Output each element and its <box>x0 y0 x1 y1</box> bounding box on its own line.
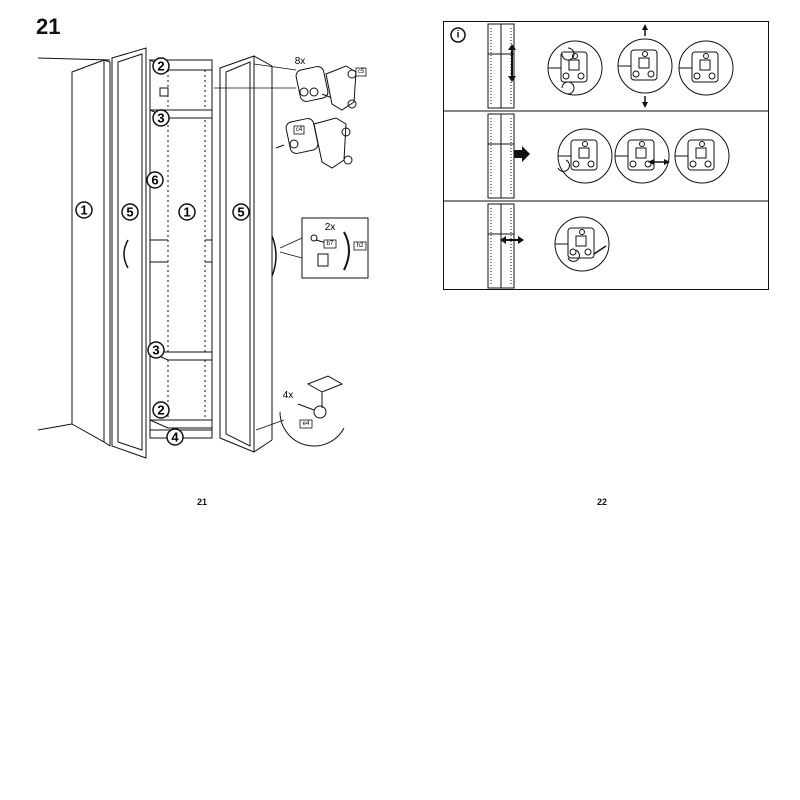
page-number-right: 22 <box>597 497 608 507</box>
foot-quantity: 4x <box>283 390 294 401</box>
handle-quantity: 2x <box>325 222 336 233</box>
door-handle-right <box>271 235 277 277</box>
door-left <box>111 47 147 459</box>
hinge-code-c4: c4 <box>296 127 303 133</box>
wall-line-bottom <box>37 423 73 431</box>
shelf-bottom <box>149 419 213 429</box>
hinge-code-c5: c5 <box>358 69 365 75</box>
label-top-shelf: 2 <box>157 59 164 74</box>
foot-code-e4: e4 <box>303 421 310 427</box>
foot-callout: 4x e4 <box>279 375 345 447</box>
shelf-lower <box>149 351 213 361</box>
hinge-callout: 8x c5 c4 <box>275 56 367 169</box>
adjustment-info-box: i <box>443 21 769 290</box>
door-handle-left <box>123 239 129 269</box>
label-lower-shelf: 3 <box>152 343 159 358</box>
side-panel-left <box>71 59 105 443</box>
wardrobe-assembly-illustration: 8x c5 c4 2x b7 <box>37 47 369 459</box>
svg-text:i: i <box>457 30 460 41</box>
label-door-right: 5 <box>237 205 244 220</box>
label-bottom-shelf: 2 <box>157 403 164 418</box>
handle-callout: 2x b7 h2 <box>301 217 369 279</box>
label-upper-shelf: 3 <box>157 111 164 126</box>
panel-vertical-adjustment <box>487 23 734 109</box>
handle-code-b7: b7 <box>327 241 334 247</box>
handle-code-h2: h2 <box>357 243 364 249</box>
panel-depth-adjustment <box>487 113 730 199</box>
label-side-left: 1 <box>80 203 87 218</box>
hinge-quantity: 8x <box>295 56 306 67</box>
door-right <box>219 55 255 453</box>
step-number: 21 <box>36 14 61 39</box>
label-plinth: 4 <box>171 430 179 445</box>
info-icon: i <box>450 27 466 43</box>
label-back-panel: 6 <box>151 173 158 188</box>
panel-side-adjustment <box>487 203 610 289</box>
wall-line-top <box>37 57 111 61</box>
label-door-left: 5 <box>126 205 133 220</box>
label-side-right: 1 <box>183 205 190 220</box>
page-number-left: 21 <box>197 497 208 507</box>
